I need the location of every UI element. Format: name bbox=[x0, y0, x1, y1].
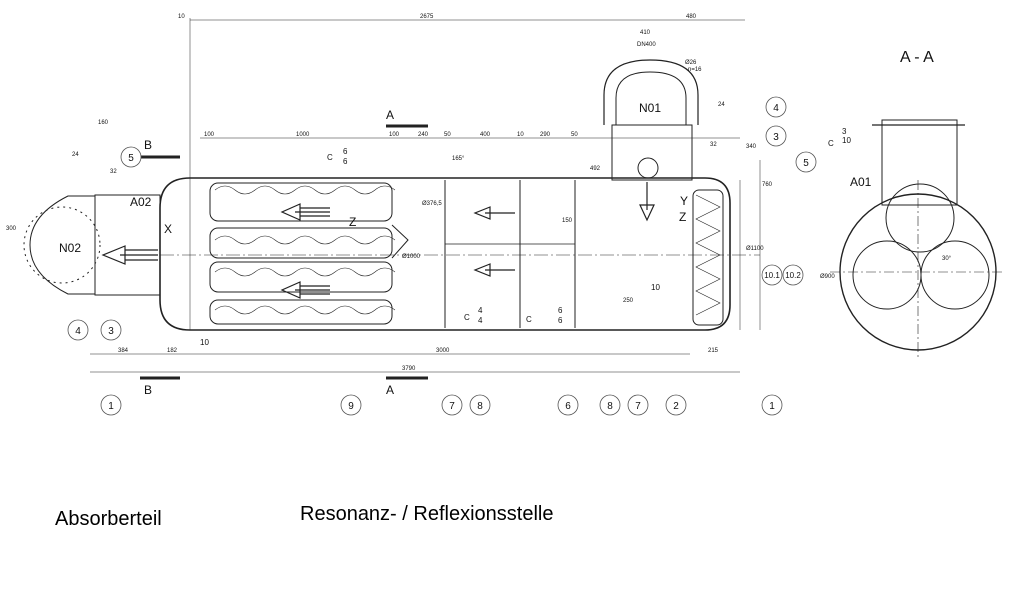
callout-9: 9 bbox=[348, 401, 354, 412]
section-mark-a-bottom: A bbox=[386, 383, 394, 397]
dim-50-right: 50 bbox=[571, 132, 578, 138]
dim-215: 215 bbox=[708, 348, 719, 354]
spec-dn400: DN400 bbox=[637, 42, 656, 48]
dim-100-left: 100 bbox=[204, 132, 215, 138]
callout-4-top: 4 bbox=[773, 103, 779, 114]
marker-c-top: C bbox=[327, 153, 333, 162]
weld-c66-bottom-a: 6 bbox=[558, 306, 563, 315]
section-title: A - A bbox=[900, 49, 934, 66]
dim-760: 760 bbox=[762, 182, 773, 188]
callout-1-right: 1 bbox=[769, 401, 775, 412]
weld-c44-a: 4 bbox=[478, 306, 483, 315]
marker-x: X bbox=[164, 222, 172, 236]
nozzle-a02-label: A02 bbox=[130, 195, 152, 209]
vessel-body bbox=[23, 18, 1005, 373]
callout-4-left: 4 bbox=[75, 326, 81, 337]
marker-c-mid: C bbox=[464, 313, 470, 322]
section-mark-b-bottom: B bbox=[144, 383, 152, 397]
dim-340: 340 bbox=[746, 144, 757, 150]
weld-c66-bottom-b: 6 bbox=[558, 316, 563, 325]
dim-1000: 1000 bbox=[296, 132, 310, 138]
dim-32-right: 32 bbox=[710, 142, 717, 148]
callout-2: 2 bbox=[673, 401, 679, 412]
dim-3790: 3790 bbox=[402, 366, 416, 372]
caption-absorber: Absorberteil bbox=[55, 508, 162, 530]
dim-10-mid: 10 bbox=[517, 132, 524, 138]
weld-c310-b: 10 bbox=[842, 136, 851, 145]
dim-182: 182 bbox=[167, 348, 178, 354]
weld-c44-b: 4 bbox=[478, 316, 483, 325]
dim-290: 290 bbox=[540, 132, 551, 138]
nozzle-n02-label: N02 bbox=[59, 241, 81, 255]
dim-angle-30: 30° bbox=[942, 256, 952, 262]
spec-d26: Ø26 bbox=[685, 60, 697, 66]
marker-z-right: Z bbox=[679, 210, 686, 224]
marker-y: Y bbox=[680, 194, 688, 208]
dim-150: 150 bbox=[562, 218, 573, 224]
dim-d1100: Ø1100 bbox=[746, 246, 764, 252]
callout-10-1: 10.1 bbox=[764, 271, 780, 280]
weld-c66-top-a: 6 bbox=[343, 147, 348, 156]
dim-10-top: 10 bbox=[178, 14, 185, 20]
section-mark-a-top: A bbox=[386, 108, 394, 122]
dim-160: 160 bbox=[98, 120, 109, 126]
weld-10a-left: 10 bbox=[200, 338, 209, 347]
dim-angle-165: 165° bbox=[452, 156, 465, 162]
callout-5-left: 5 bbox=[128, 153, 134, 164]
dim-410: 410 bbox=[640, 30, 651, 36]
dim-480: 480 bbox=[686, 14, 697, 20]
dim-3000: 3000 bbox=[436, 348, 450, 354]
callout-6: 6 bbox=[565, 401, 571, 412]
dim-d900: Ø900 bbox=[820, 274, 835, 280]
callout-10-2: 10.2 bbox=[785, 271, 801, 280]
drawing-texts: A - A N01 N02 A01 A02 DN400 Ø26 n=16 A A… bbox=[6, 14, 952, 412]
callout-3-left: 3 bbox=[108, 326, 114, 337]
spec-n16: n=16 bbox=[688, 67, 702, 73]
nozzle-a01-label: A01 bbox=[850, 175, 872, 189]
callout-3-top: 3 bbox=[773, 132, 779, 143]
callout-5-section: 5 bbox=[803, 158, 809, 169]
dim-384: 384 bbox=[118, 348, 129, 354]
dim-2675: 2675 bbox=[420, 14, 434, 20]
dim-d1000: Ø1000 bbox=[402, 254, 421, 260]
callout-8b: 8 bbox=[607, 401, 613, 412]
dim-250: 250 bbox=[623, 298, 634, 304]
callout-7b: 7 bbox=[635, 401, 641, 412]
callout-7a: 7 bbox=[449, 401, 455, 412]
dim-50-left: 50 bbox=[444, 132, 451, 138]
dim-24-left: 24 bbox=[72, 152, 79, 158]
weld-10a-right: 10 bbox=[651, 283, 660, 292]
dim-400: 400 bbox=[480, 132, 491, 138]
dim-24-right: 24 bbox=[718, 102, 725, 108]
dim-100-mid: 100 bbox=[389, 132, 400, 138]
marker-z-left: Z bbox=[349, 215, 356, 229]
section-mark-b-top: B bbox=[144, 138, 152, 152]
dim-d376: Ø376,5 bbox=[422, 201, 442, 207]
weld-c310-a: 3 bbox=[842, 127, 847, 136]
flow-arrows bbox=[101, 124, 655, 380]
marker-c-bottom: C bbox=[526, 315, 532, 324]
caption-resonance: Resonanz- / Reflexionsstelle bbox=[300, 503, 554, 525]
nozzle-n01-label: N01 bbox=[639, 101, 661, 115]
dim-32-left: 32 bbox=[110, 169, 117, 175]
dim-240: 240 bbox=[418, 132, 429, 138]
dim-300: 300 bbox=[6, 226, 17, 232]
dim-492: 492 bbox=[590, 166, 601, 172]
weld-c66-top-b: 6 bbox=[343, 157, 348, 166]
callout-1-left: 1 bbox=[108, 401, 114, 412]
marker-c-section: C bbox=[828, 139, 834, 148]
callout-circles bbox=[67, 96, 817, 416]
callout-8a: 8 bbox=[477, 401, 483, 412]
